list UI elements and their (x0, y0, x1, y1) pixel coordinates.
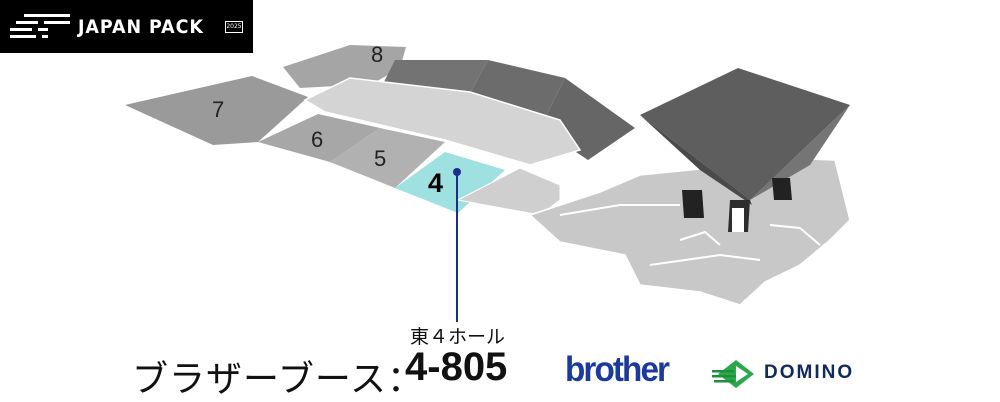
conference-tower-face (640, 115, 752, 205)
logo-year-badge: 2025 (225, 21, 243, 33)
brother-logo: brother (565, 350, 670, 389)
venue-hall-label: 東４ホール (410, 326, 506, 348)
tower-leg-left (682, 190, 704, 218)
booth-title: ブラザーブース： (132, 359, 425, 400)
domino-logo-mark (712, 360, 754, 388)
domino-logo: DOMINO (712, 358, 852, 394)
hall-4-label: 4 (428, 168, 443, 198)
east-complex (528, 157, 851, 306)
hall-6 (258, 114, 380, 162)
hall-6-label: 6 (311, 127, 323, 152)
tower-leg-right (772, 178, 792, 200)
hall-8-label: 8 (371, 42, 383, 67)
japan-pack-logo: JAPAN PACK 2025 (0, 0, 253, 53)
logo-text: JAPAN PACK (78, 16, 204, 38)
hall-7 (125, 76, 308, 145)
conference-tower (640, 68, 850, 200)
domino-text: DOMINO (764, 362, 855, 383)
hall-8 (283, 45, 406, 88)
hall-7-label: 7 (212, 97, 224, 122)
east-complex-lines (559, 204, 821, 266)
hall-5-label: 5 (374, 146, 386, 171)
booth-marker-dot (453, 168, 461, 176)
conference-tower-side (750, 105, 850, 200)
booth-number: 4-805 (405, 345, 508, 389)
corridor (303, 77, 582, 166)
hall-5 (330, 128, 445, 188)
walkway (456, 167, 561, 216)
japan-pack-logo-mark (10, 14, 70, 38)
hall-4 (395, 152, 505, 213)
tower-leg-mid-base (732, 208, 744, 232)
